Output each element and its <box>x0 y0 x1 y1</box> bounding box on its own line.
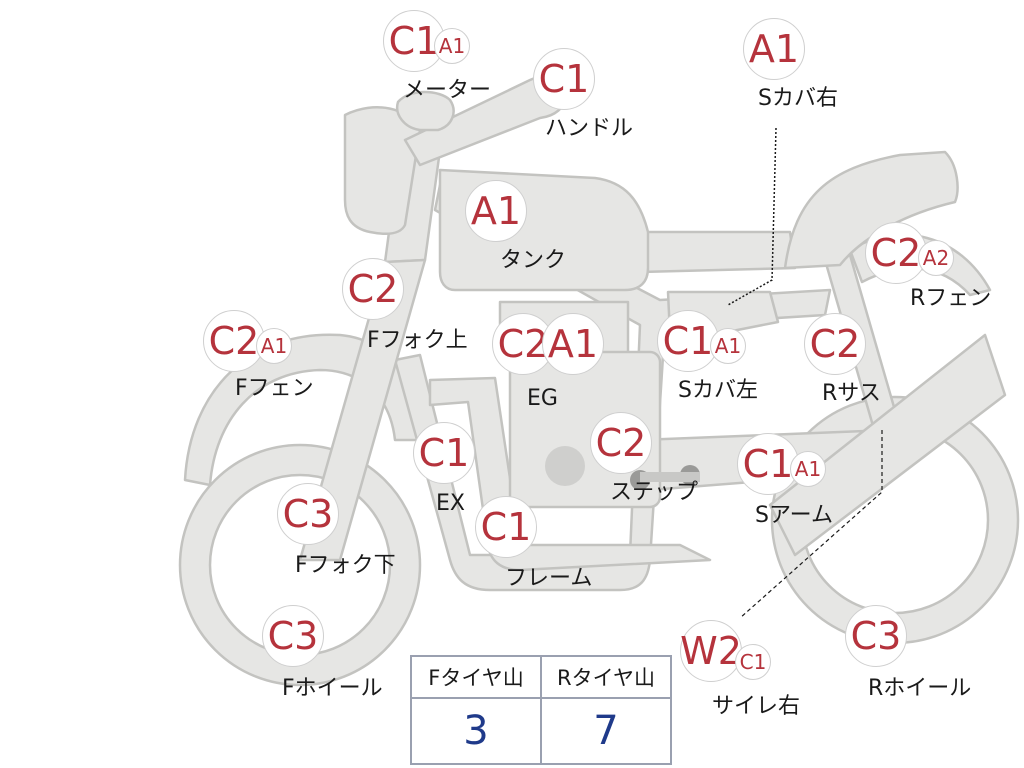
rear-suspension-label: Rサス <box>822 381 881 406</box>
swing-arm-grade-main: C1 <box>737 433 799 495</box>
rear-tire-value: 7 <box>540 697 672 765</box>
rear-wheel-grade: C3 <box>845 605 907 667</box>
fork-upper-label: Fフォク上 <box>367 328 468 353</box>
engine-label: EG <box>527 386 558 411</box>
frame-grade: C1 <box>475 496 537 558</box>
handle-grade: C1 <box>533 48 595 110</box>
swing-arm-label: Sアーム <box>755 503 833 528</box>
rear-suspension-grade: C2 <box>804 313 866 375</box>
fork-lower-label: Fフォク下 <box>295 553 396 578</box>
exhaust-label: EX <box>436 491 465 516</box>
fork-lower-grade: C3 <box>277 483 339 545</box>
front-fender-label: Fフェン <box>235 376 314 401</box>
scover-left-grade-sub: A1 <box>710 328 746 364</box>
frame-label: フレーム <box>505 566 593 591</box>
front-tire-value: 3 <box>410 697 542 765</box>
scover-right-leader <box>727 127 777 306</box>
rear-tire-header: Rタイヤ山 <box>540 655 672 699</box>
front-wheel-grade: C3 <box>262 605 324 667</box>
rear-wheel-label: Rホイール <box>868 676 972 701</box>
scover-right-grade: A1 <box>743 18 805 80</box>
tire-tread-table: Fタイヤ山 Rタイヤ山 3 7 <box>410 655 672 765</box>
silencer-right-grade-main: W2 <box>680 620 742 682</box>
scover-right-label: Sカバ右 <box>758 86 838 111</box>
silencer-right-label: サイレ右 <box>712 694 801 719</box>
front-fender-grade-sub: A1 <box>256 328 292 364</box>
fork-upper-grade: C2 <box>342 258 404 320</box>
tank-grade: A1 <box>465 180 527 242</box>
front-tire-header: Fタイヤ山 <box>410 655 542 699</box>
scover-left-label: Sカバ左 <box>678 378 758 403</box>
meter-grade-main: C1 <box>383 10 445 72</box>
step-shape <box>630 465 700 490</box>
silencer-shape <box>768 333 1007 557</box>
meter-shape <box>395 90 455 132</box>
meter-grade-sub: A1 <box>434 28 470 64</box>
engine-grade-sub: A1 <box>542 313 604 375</box>
step-label: ステップ <box>610 480 699 505</box>
silencer-right-grade-sub: C1 <box>735 644 771 680</box>
meter-label: メーター <box>403 78 492 103</box>
tank-label: タンク <box>500 248 567 273</box>
fork-lower-shape <box>298 258 427 562</box>
scover-left-grade-main: C1 <box>657 310 719 372</box>
handle-label: ハンドル <box>545 116 634 141</box>
swing-arm-grade-sub: A1 <box>790 451 826 487</box>
headlight-shape <box>343 106 422 235</box>
step-grade: C2 <box>590 412 652 474</box>
rear-fender-grade-main: C2 <box>865 222 927 284</box>
seat-base-shape <box>638 230 797 274</box>
rear-fender-grade-sub: A2 <box>918 240 954 276</box>
exhaust-grade: C1 <box>413 422 475 484</box>
rear-fender-label: Rフェン <box>910 286 992 311</box>
front-wheel-label: Fホイール <box>282 676 383 701</box>
